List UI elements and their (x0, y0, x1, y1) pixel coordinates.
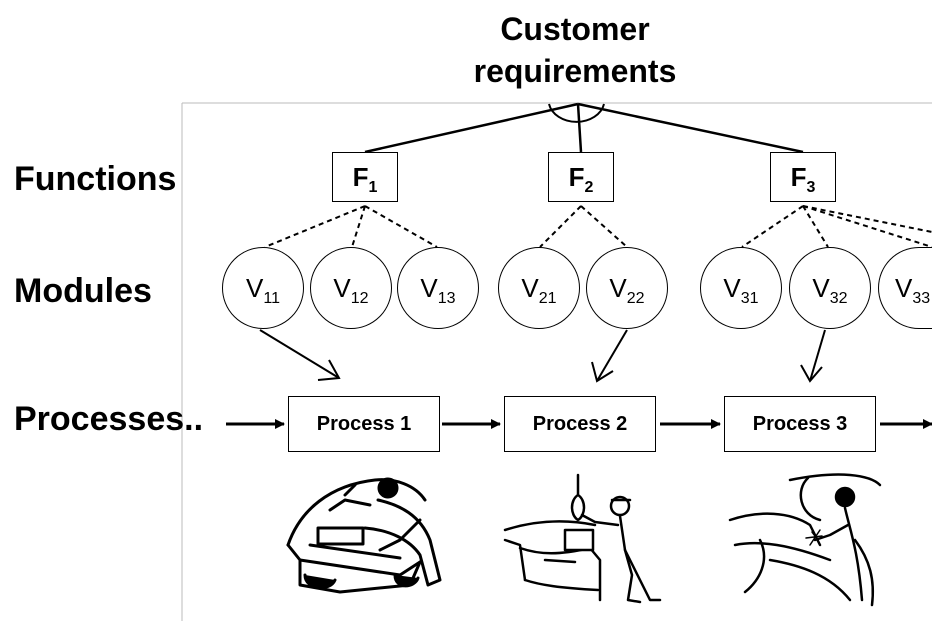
module-v32: V32 (789, 247, 871, 329)
req-to-f3-line (577, 102, 804, 154)
and-arc (548, 103, 605, 123)
welding-worker-illustration (728, 473, 882, 607)
function-subscript: 2 (584, 179, 594, 197)
module-v12: V12 (310, 247, 392, 329)
car-engine-mechanic-illustration (286, 477, 442, 594)
f3-v33-line (802, 205, 932, 248)
f1-v11-line (264, 205, 366, 248)
function-box-f3: F3 (770, 152, 836, 202)
module-subscript: 12 (350, 290, 369, 308)
f2-v21-line (539, 205, 582, 248)
title-line1: Customer (500, 11, 650, 47)
process-box-1: Process 1 (288, 396, 440, 452)
module-subscript: 13 (437, 290, 456, 308)
module-letter: V (521, 273, 539, 303)
module-v11: V11 (222, 247, 304, 329)
module-letter: V (333, 273, 351, 303)
title-line2: requirements (473, 53, 677, 89)
function-box-f1: F1 (332, 152, 398, 202)
process-box-2: Process 2 (504, 396, 656, 452)
module-subscript: 33 (912, 290, 931, 308)
f1-v12-line (351, 205, 366, 248)
function-subscript: 1 (368, 179, 378, 197)
module-subscript: 22 (626, 290, 645, 308)
req-to-f1-line (364, 102, 579, 154)
module-letter: V (609, 273, 627, 303)
spray-painting-worker-illustration (503, 473, 662, 604)
module-letter: V (812, 273, 830, 303)
module-letter: V (723, 273, 741, 303)
req-to-f2-line (576, 103, 583, 153)
f3-extra-line (802, 205, 932, 233)
row-label-processes: Processes.. (14, 400, 204, 438)
function-letter: F (790, 162, 807, 192)
function-letter: F (352, 162, 369, 192)
function-box-f2: F2 (548, 152, 614, 202)
row-label-modules: Modules (14, 272, 152, 310)
v22-to-process2-arrow (596, 329, 628, 382)
module-v22: V22 (586, 247, 668, 329)
module-letter: V (420, 273, 438, 303)
f3-v32-line (802, 205, 829, 248)
module-subscript: 11 (263, 290, 280, 308)
v11-to-process1-arrow (259, 329, 340, 379)
customer-requirements-title: Customer requirements (395, 8, 755, 92)
module-v31: V31 (700, 247, 782, 329)
module-v21: V21 (498, 247, 580, 329)
module-letter: V (895, 273, 913, 303)
module-letter: V (246, 273, 264, 303)
f2-v22-line (580, 205, 628, 248)
function-subscript: 3 (806, 179, 816, 197)
f1-v13-line (364, 205, 438, 248)
module-subscript: 31 (740, 290, 759, 308)
row-label-functions: Functions (14, 160, 177, 198)
process-box-3: Process 3 (724, 396, 876, 452)
f3-v31-line (741, 205, 804, 248)
function-letter: F (568, 162, 585, 192)
v32-to-process3-arrow (809, 329, 826, 382)
module-subscript: 21 (538, 290, 557, 308)
module-v13: V13 (397, 247, 479, 329)
module-subscript: 32 (829, 290, 848, 308)
